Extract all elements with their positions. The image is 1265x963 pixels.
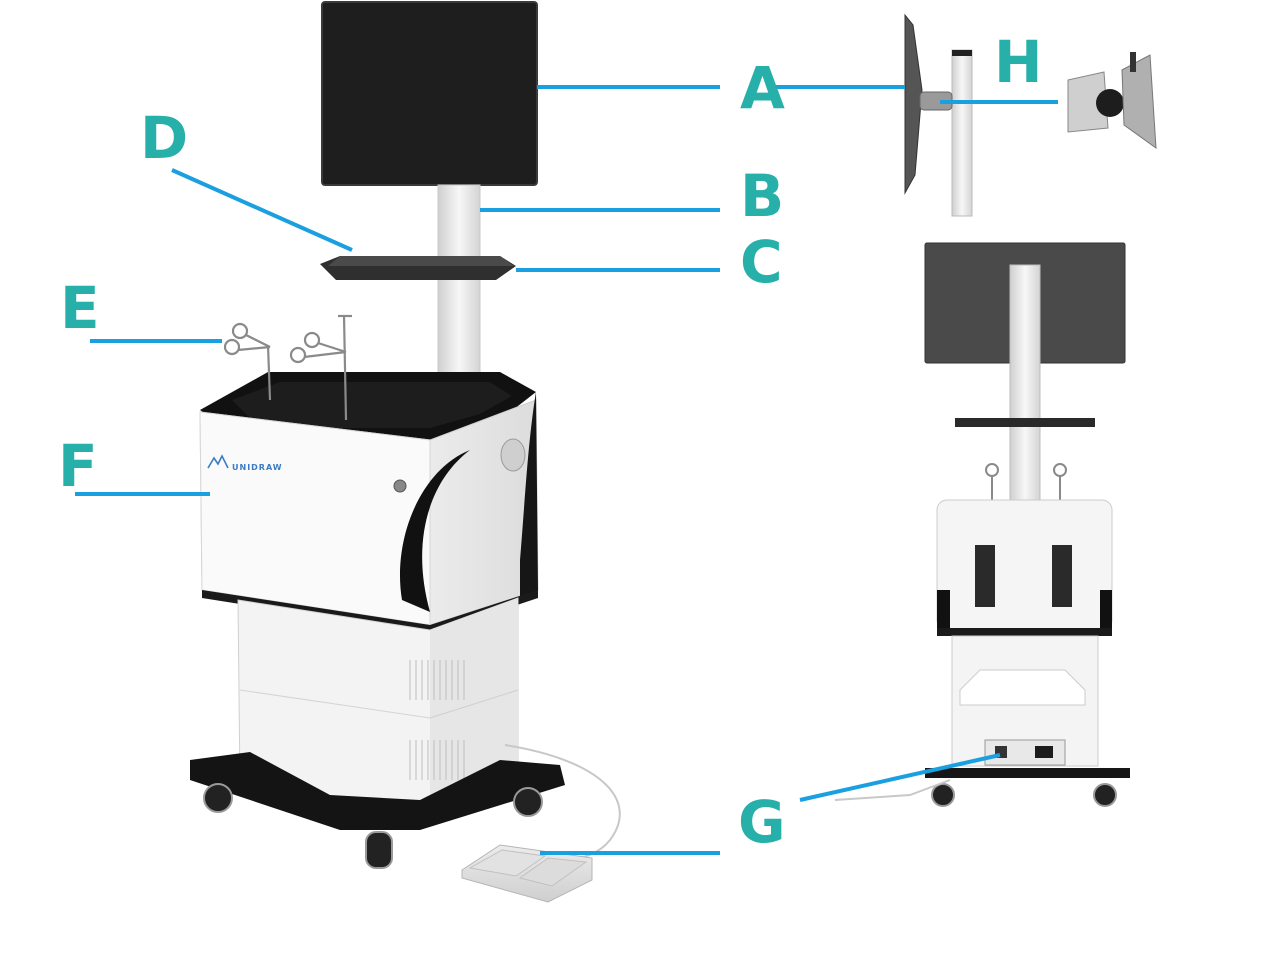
side-pole — [951, 49, 973, 217]
leader-lines — [75, 85, 1058, 855]
callout-e: E — [60, 274, 100, 342]
callout-labels: A B C D E F G H — [58, 28, 1043, 856]
wheeled-base — [190, 752, 565, 830]
rear-tray — [955, 418, 1095, 427]
articulating-arm-detail — [1067, 52, 1157, 150]
logo-mountain-icon — [207, 454, 229, 469]
brand-logo: UNIDRAW — [207, 454, 283, 472]
main-trainer-rear-view — [834, 242, 1130, 807]
vent-grille — [409, 660, 465, 780]
rear-vents — [975, 545, 1072, 607]
monitor-screen — [322, 2, 537, 185]
rear-instruments — [985, 463, 1067, 500]
callout-b: B — [740, 162, 784, 230]
caster-wheels — [203, 783, 543, 869]
side-swoosh — [399, 450, 470, 612]
rear-base — [925, 768, 1130, 778]
callout-f: F — [58, 432, 98, 500]
main-trainer-front-view: UNIDRAW — [190, 1, 621, 903]
foot-pedal — [461, 844, 593, 903]
rear-box — [936, 499, 1113, 631]
monitor-bezel — [321, 1, 538, 186]
side-monitor-panel — [904, 13, 923, 195]
callout-c: C — [740, 228, 783, 296]
logo-text: UNIDRAW — [232, 463, 283, 472]
callout-d: D — [140, 104, 188, 172]
leader-line-d — [171, 168, 353, 252]
support-pole — [437, 184, 481, 391]
leader-line-g-rear — [799, 753, 1001, 802]
monitor-mount-side-view — [904, 13, 973, 217]
side-knob — [393, 479, 407, 493]
rear-wheels — [931, 783, 1117, 807]
callout-g: G — [738, 788, 786, 856]
side-speaker — [500, 438, 526, 472]
callout-h: H — [994, 28, 1043, 96]
callout-a: A — [740, 54, 785, 122]
laparoscopic-instruments — [223, 314, 352, 421]
